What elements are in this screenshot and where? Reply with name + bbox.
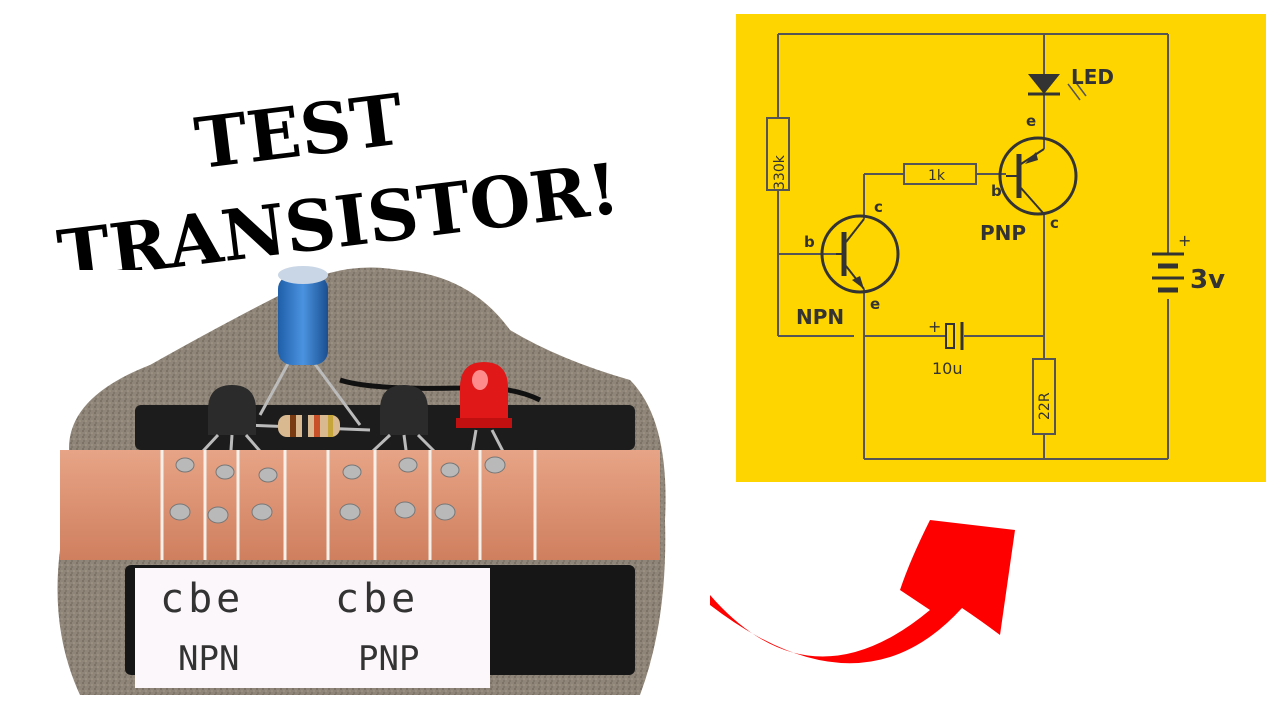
label-10u: 10u [932, 359, 963, 378]
label-22r: 22R [1037, 392, 1053, 420]
battery-plus-label: + [1178, 231, 1191, 250]
wire [339, 377, 542, 403]
capacitor-component [258, 266, 362, 426]
resistor-330k: 330k [766, 117, 790, 191]
label-cbe-right: cbe [335, 576, 419, 622]
resistor-component [244, 415, 371, 437]
npn-pin-e: e [870, 295, 880, 313]
label-1k: 1k [928, 168, 946, 184]
pnp-symbol: e b c PNP [980, 112, 1078, 245]
led-symbol: LED [1028, 65, 1114, 101]
pnp-pin-c: c [1050, 214, 1059, 232]
label-pnp: PNP [358, 639, 419, 679]
label-led: LED [1071, 65, 1114, 89]
resistor-1k: 1k [903, 163, 977, 185]
label-330k: 330k [772, 154, 788, 190]
curved-arrow-icon [700, 500, 1040, 700]
capacitor-10u: + 10u [928, 317, 964, 378]
schematic-background [736, 14, 1266, 482]
npn-pin-b: b [804, 233, 815, 251]
arrow-shape [710, 520, 1015, 664]
headline-line1: TEST [191, 78, 408, 186]
label-npn: NPN [178, 639, 239, 679]
headline: TEST TRANSISTOR! [50, 70, 690, 298]
label-card [135, 568, 490, 688]
label-npn: NPN [796, 305, 844, 329]
label-cbe-left: cbe [160, 576, 244, 622]
npn-pin-c: c [874, 198, 883, 216]
pnp-pin-b: b [991, 182, 1002, 200]
label-3v: 3v [1190, 265, 1225, 295]
battery-symbol: + 3v [1152, 231, 1225, 295]
tester-photo: cbe cbe NPN PNP [40, 250, 680, 700]
npn-symbol: c b e NPN [796, 198, 900, 329]
cap-plus-label: + [928, 317, 941, 336]
pnp-pin-e: e [1026, 112, 1036, 130]
copper-board [60, 450, 660, 560]
resistor-22r: 22R [1032, 358, 1056, 435]
circuit-schematic: 330k 1k 22R LED e b [736, 14, 1266, 482]
label-pnp: PNP [980, 221, 1026, 245]
